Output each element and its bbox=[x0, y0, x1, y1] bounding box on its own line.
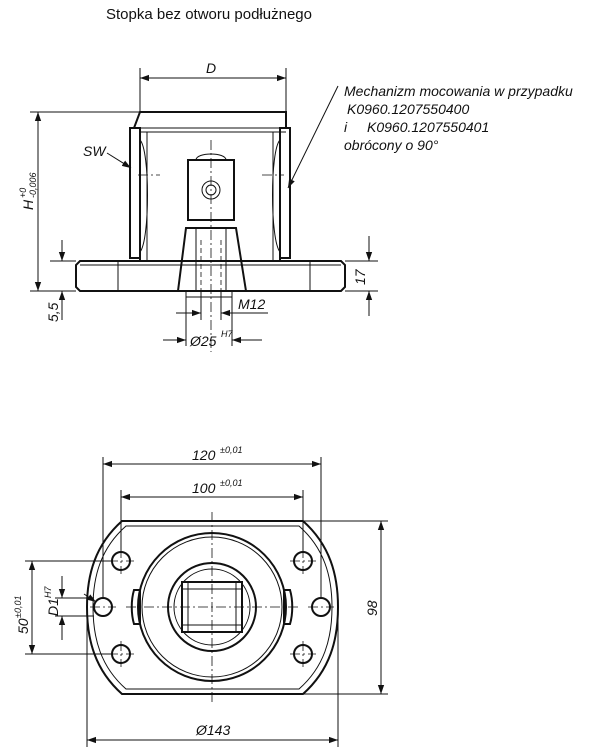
dim-100-label: 100 bbox=[192, 480, 216, 496]
dim-d1-tol: H7 bbox=[43, 586, 53, 598]
dim-5-5-label: 5,5 bbox=[45, 302, 61, 322]
note-line-1: Mechanizm mocowania w przypadku bbox=[344, 83, 573, 99]
bushing-hatch-left bbox=[177, 227, 197, 292]
note-line-4: obrócony o 90° bbox=[344, 137, 439, 153]
wrench-flat-right bbox=[279, 127, 291, 259]
wrench-flat-left bbox=[129, 127, 141, 259]
dim-h-label: H bbox=[20, 199, 36, 210]
note-line-3-prefix: i bbox=[344, 119, 348, 135]
note-line-3: K0960.1207550401 bbox=[367, 119, 489, 135]
dim-143-label: Ø143 bbox=[195, 722, 230, 738]
base-plate bbox=[75, 260, 346, 292]
dim-d1-label: D1 bbox=[45, 598, 61, 616]
plate-outline bbox=[85, 520, 340, 695]
dim-h-tol-lower: -0,006 bbox=[28, 172, 38, 198]
dim-120-tol: ±0,01 bbox=[220, 445, 242, 455]
dim-m12-label: M12 bbox=[238, 296, 265, 312]
dim-50-label: 50 bbox=[15, 618, 31, 634]
dim-120-label: 120 bbox=[192, 447, 216, 463]
dim-h-tol-upper: +0 bbox=[18, 188, 28, 198]
side-view: D SW H +0 -0,006 5,5 17 M12 bbox=[18, 60, 378, 352]
dim-50-tol: ±0,01 bbox=[13, 596, 23, 618]
dim-d-label: D bbox=[206, 60, 216, 76]
dim-d25-tol: H7 bbox=[221, 329, 233, 339]
dim-sw-label: SW bbox=[83, 143, 107, 159]
body-housing bbox=[132, 111, 287, 262]
drawing-title: Stopka bez otworu podłużnego bbox=[106, 6, 312, 23]
mounting-note: Mechanizm mocowania w przypadku K0960.12… bbox=[344, 83, 573, 153]
note-line-2: K0960.1207550400 bbox=[347, 101, 469, 117]
bushing-hatch-right bbox=[225, 227, 247, 292]
dim-98-label: 98 bbox=[364, 600, 380, 616]
top-view: 120 ±0,01 100 ±0,01 50 ±0,01 D1 H7 bbox=[13, 445, 388, 747]
dim-d25-label: Ø25 bbox=[189, 333, 217, 349]
dim-100-tol: ±0,01 bbox=[220, 478, 242, 488]
dim-17-label: 17 bbox=[352, 268, 368, 285]
